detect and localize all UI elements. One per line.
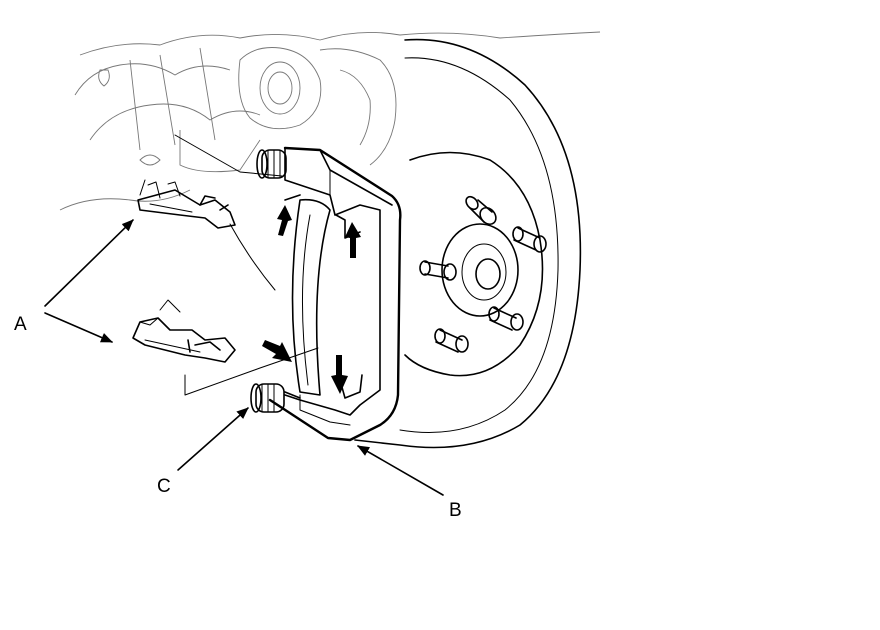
wheel-stud xyxy=(465,195,497,226)
suspension-knuckle-sketch xyxy=(59,31,601,211)
wheel-stud xyxy=(434,328,469,353)
wheel-stud xyxy=(419,260,457,281)
upper-clip-leader xyxy=(174,134,283,291)
callout-c-leader xyxy=(177,407,249,471)
callout-b-leader xyxy=(357,445,444,496)
brake-pad xyxy=(284,194,331,399)
caliper-bracket xyxy=(268,146,402,442)
pad-arrows xyxy=(262,205,361,394)
slide-pin-boot xyxy=(250,383,285,413)
arrow-up-right-icon xyxy=(345,222,361,258)
lower-clip-leader xyxy=(184,347,319,396)
callout-c-label: C xyxy=(157,476,171,497)
lower-pad-retainer-clip xyxy=(132,299,236,363)
wheel-stud xyxy=(512,226,547,253)
wheel-studs xyxy=(419,195,547,353)
upper-pad-retainer-clip xyxy=(137,179,236,229)
arrow-up-left-icon xyxy=(277,205,292,236)
callout-a-leaders xyxy=(44,219,134,343)
arrow-down-left-icon xyxy=(262,340,292,362)
callout-a-label: A xyxy=(14,314,27,335)
brake-rotor xyxy=(354,38,582,449)
callout-b-label: B xyxy=(449,500,462,521)
wheel-stud xyxy=(488,306,524,331)
arrow-down-right-icon xyxy=(331,355,348,394)
upper-slide-pin xyxy=(256,149,287,179)
